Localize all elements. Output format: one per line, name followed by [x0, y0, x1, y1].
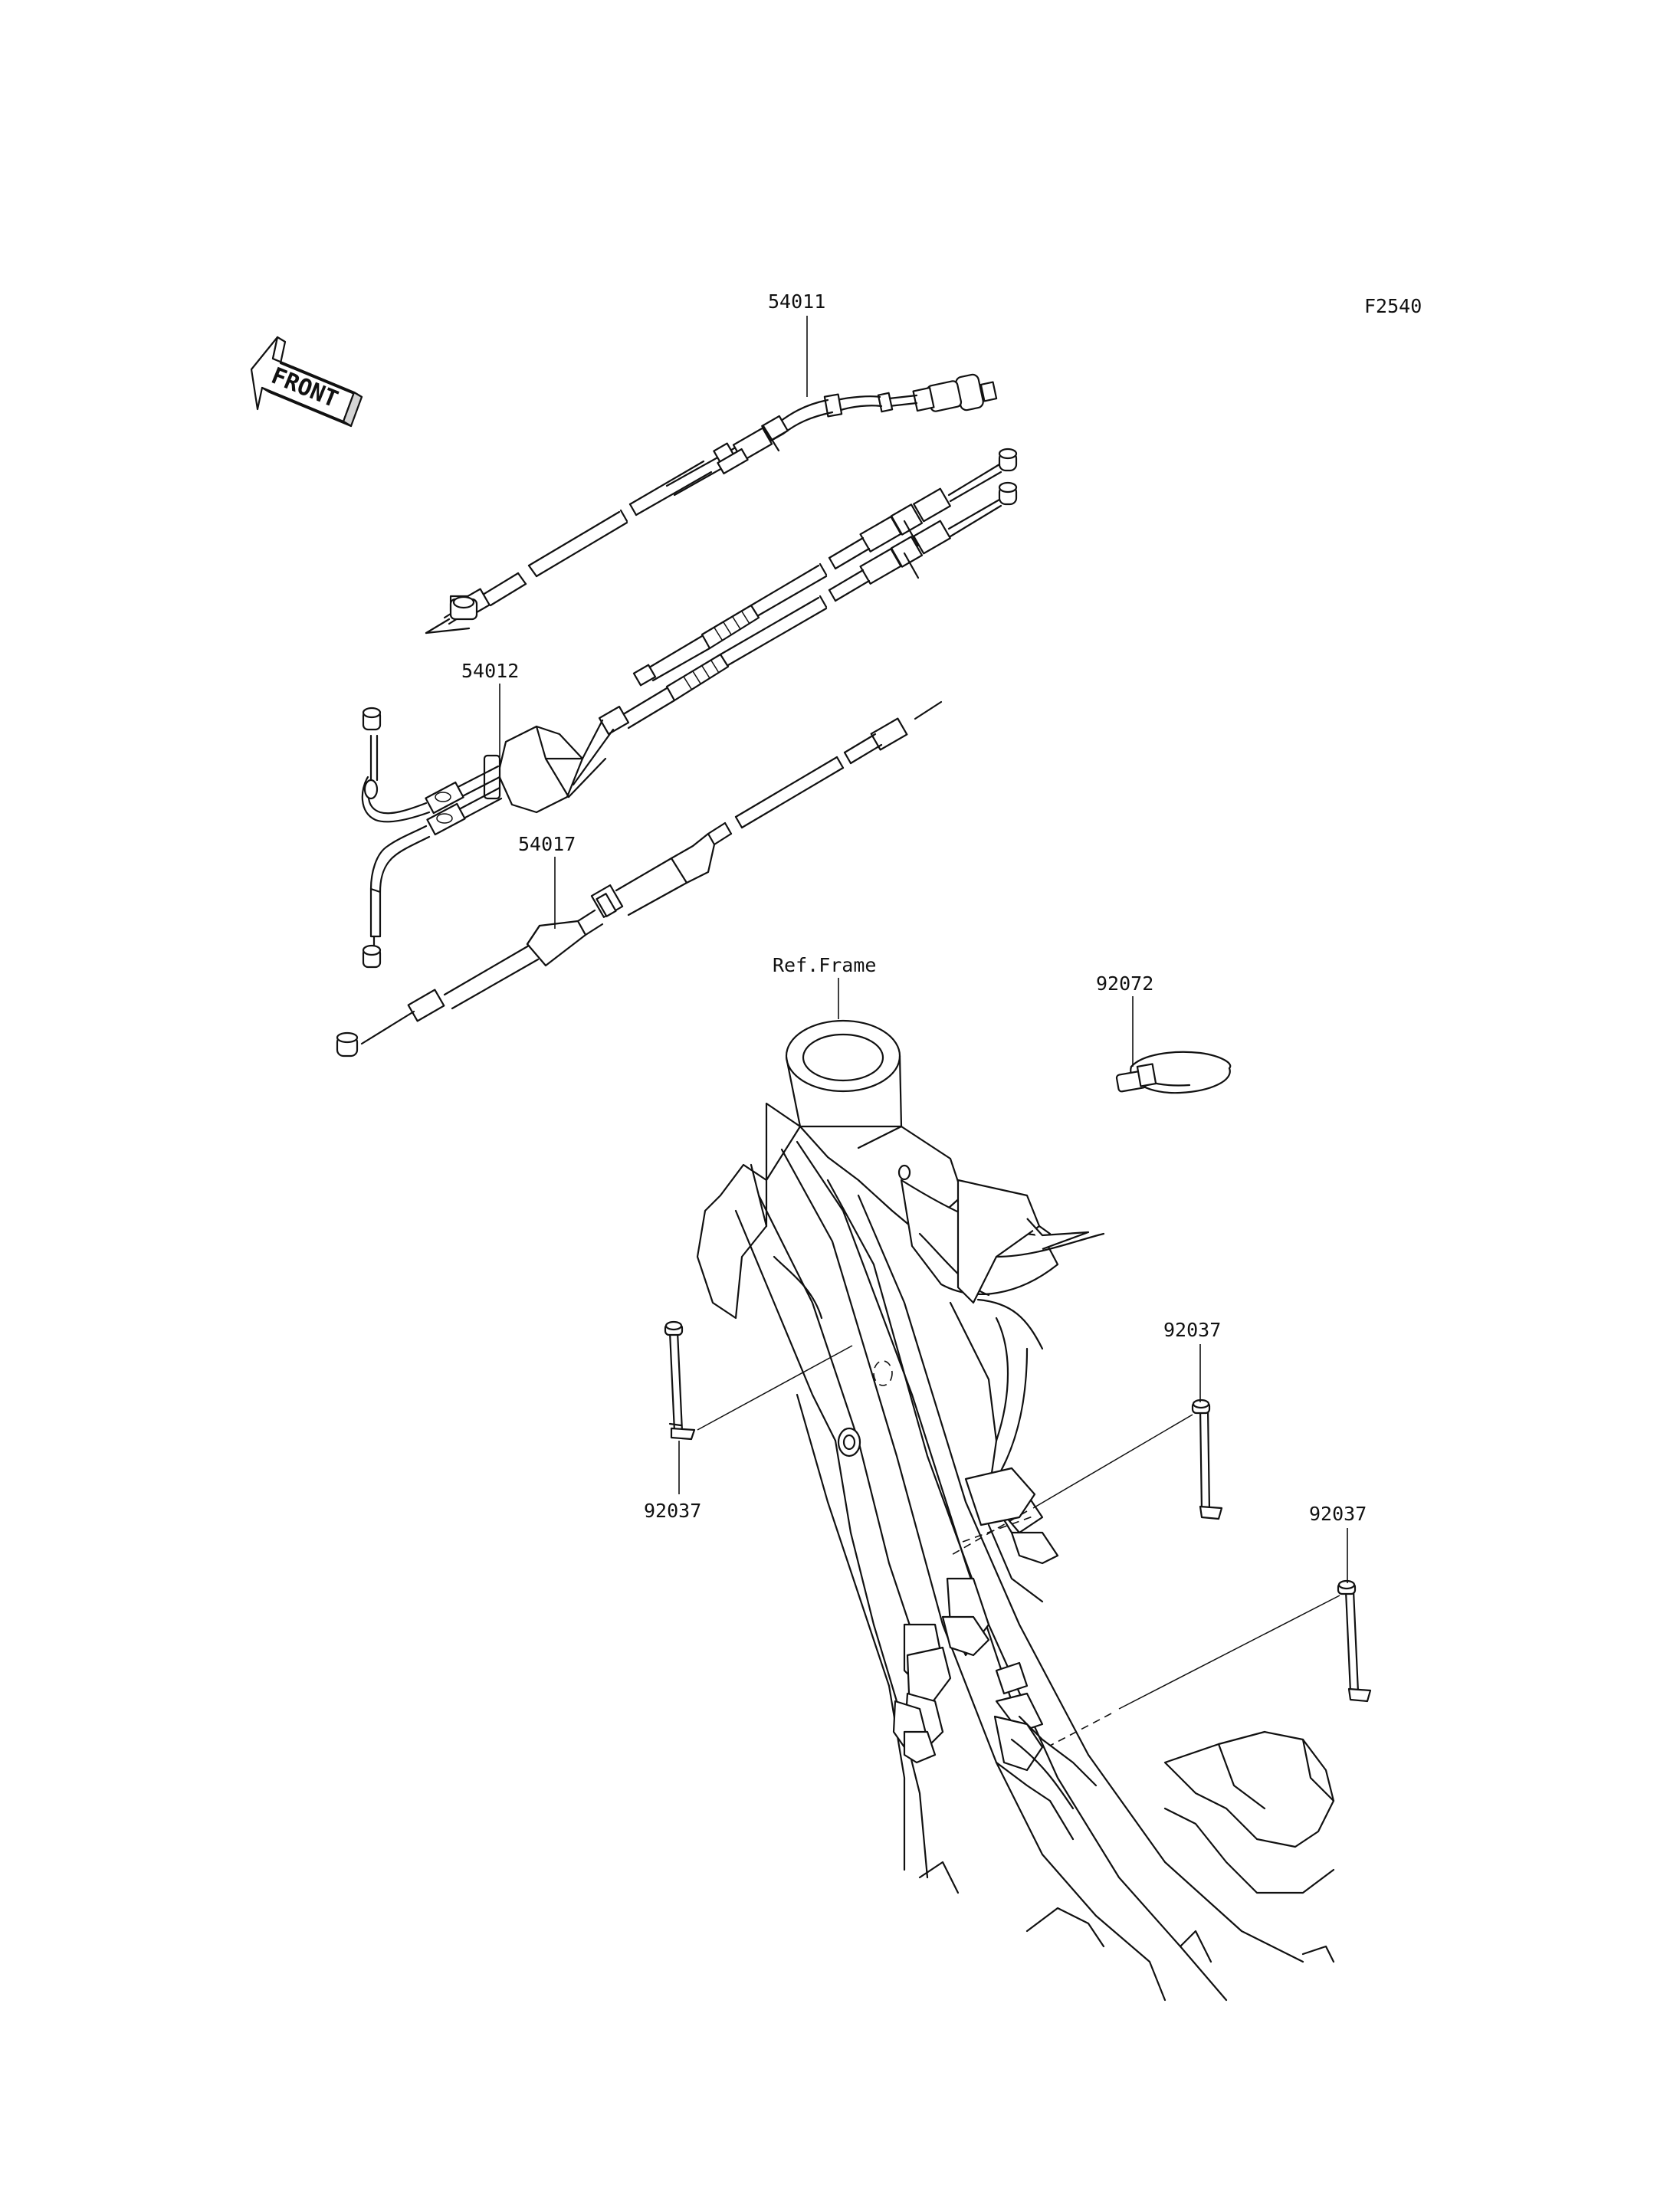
clamp-92037-left: 92037: [644, 1320, 853, 1522]
label-92072: 92072: [1096, 972, 1153, 995]
rib-upper: [701, 604, 760, 650]
label-54017: 54017: [518, 833, 576, 855]
label-54012: 54012: [461, 660, 519, 682]
band-92072: 92072: [1096, 972, 1232, 1094]
label-ref-frame: Ref.Frame: [773, 954, 876, 976]
label-92037-middle: 92037: [1163, 1319, 1221, 1341]
label-92037-left: 92037: [644, 1500, 701, 1522]
label-54011: 54011: [768, 290, 825, 313]
label-92037-right: 92037: [1309, 1503, 1367, 1525]
figure-code: F2540: [1364, 295, 1422, 317]
cable-54017: 54017: [336, 700, 943, 1058]
cable-54012: 54012: [361, 448, 1018, 969]
front-arrow-icon: FRONT: [250, 336, 363, 428]
rib-lower: [665, 653, 730, 702]
clamp-92037-middle: 92037: [950, 1319, 1223, 1556]
cable-54011: 54011: [425, 290, 998, 635]
frame: [696, 1019, 1335, 2002]
clamp-92037-right: 92037: [1049, 1503, 1372, 1746]
